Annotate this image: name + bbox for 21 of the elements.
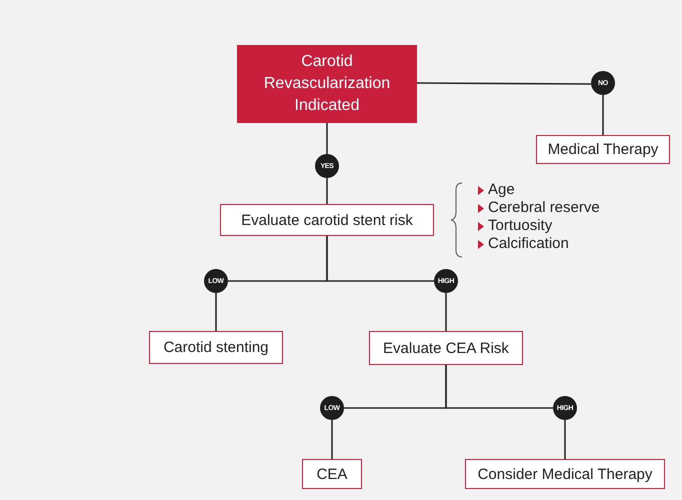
connector-line xyxy=(417,82,591,85)
connector-line xyxy=(331,420,333,459)
connector-line xyxy=(564,420,566,459)
connector-line xyxy=(602,95,604,135)
connector-line xyxy=(326,123,328,154)
outcome-box: Carotid stenting xyxy=(149,331,283,364)
risk-factor-text: Calcification xyxy=(488,235,569,253)
connector-line xyxy=(445,293,447,331)
outcome-box: Evaluate carotid stent risk xyxy=(220,204,434,236)
connector-line xyxy=(215,293,217,331)
decision-box: Carotid Revascularization Indicated xyxy=(237,45,417,123)
risk-factor-text: Tortuosity xyxy=(488,217,552,235)
risk-factor-text: Cerebral reserve xyxy=(488,199,600,217)
connector-line xyxy=(326,236,434,282)
outcome-box: Evaluate CEA Risk xyxy=(369,331,523,365)
connector-line xyxy=(445,365,553,409)
outcome-box: CEA xyxy=(302,459,362,489)
outcome-box: Consider Medical Therapy xyxy=(465,459,665,489)
outcome-box: Medical Therapy xyxy=(536,135,670,164)
connector-line xyxy=(326,178,328,204)
risk-factor-text: Age xyxy=(488,181,515,199)
